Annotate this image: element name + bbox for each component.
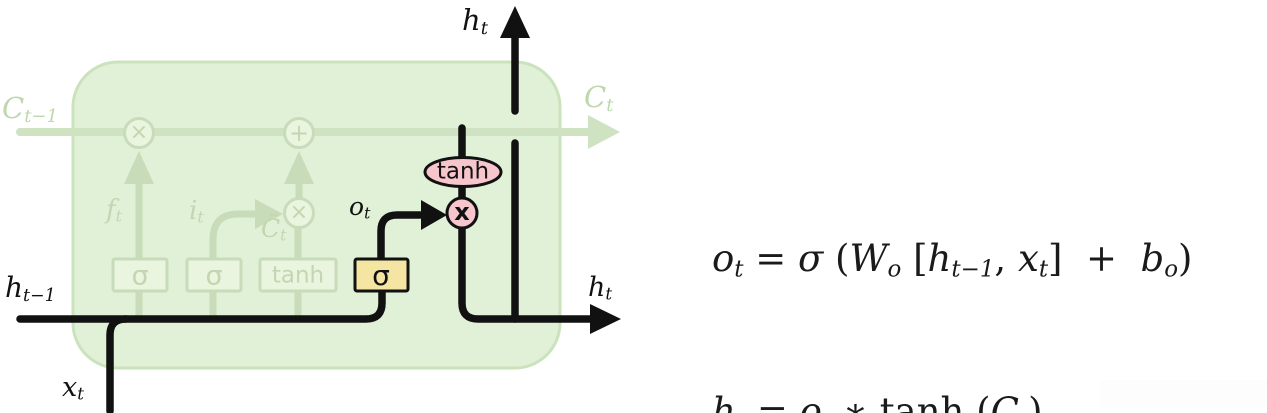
ht-right-label: ht bbox=[588, 272, 613, 304]
candidate-tanh-label: tanh bbox=[271, 262, 325, 289]
output-gate-connector bbox=[377, 211, 424, 263]
forget-mult-node bbox=[123, 117, 155, 149]
equations-panel: ot = σ (Wo [ht−1, xt] + bo) ht = ot ∗ ta… bbox=[712, 150, 1192, 413]
ct-out-label: Ct bbox=[584, 80, 614, 116]
add-arrowhead bbox=[284, 151, 314, 184]
equation-output-gate: ot = σ (Wo [ht−1, xt] + bo) bbox=[712, 237, 1193, 283]
c-tilde-label: C̃t bbox=[261, 214, 287, 245]
state-tap-line bbox=[458, 124, 594, 323]
ct-prev-label: Ct−1 bbox=[2, 91, 58, 127]
forget-mult-icon: × bbox=[129, 120, 149, 145]
ht-top-arrowhead bbox=[500, 6, 530, 38]
equation-hidden-state: ht = ot ∗ tanh (Ct) bbox=[712, 389, 1043, 413]
output-sigma-label: σ bbox=[372, 259, 390, 292]
input-sigma-label: σ bbox=[205, 260, 223, 292]
candidate-mult-icon: × bbox=[289, 200, 309, 225]
input-gate-arrowhead bbox=[255, 199, 283, 229]
state-tanh-ellipse bbox=[423, 156, 503, 188]
ht-prev-label: ht−1 bbox=[5, 271, 56, 306]
candidate-mult-node bbox=[283, 197, 315, 229]
ft-label: ft bbox=[106, 195, 123, 226]
ot-label: ot bbox=[349, 192, 371, 223]
output-gate-arrowhead bbox=[421, 200, 447, 230]
output-mult-icon: x bbox=[454, 198, 470, 226]
forget-sigma-label: σ bbox=[131, 260, 149, 292]
ht-right-arrowhead bbox=[590, 304, 621, 334]
it-label: it bbox=[189, 196, 204, 227]
input-sigma-box bbox=[185, 257, 243, 293]
input-gate-curve bbox=[209, 210, 258, 262]
state-add-node bbox=[283, 117, 315, 149]
forget-gate-arrowhead bbox=[124, 151, 154, 184]
state-tanh-label: tanh bbox=[436, 158, 490, 185]
ht-prev-line bbox=[16, 287, 386, 323]
output-sigma-box bbox=[353, 257, 410, 293]
output-mult-node bbox=[445, 196, 479, 230]
watermark-area bbox=[1100, 380, 1267, 408]
forget-sigma-box bbox=[111, 257, 169, 293]
lstm-diagram bbox=[16, 6, 621, 413]
candidate-tanh-box bbox=[258, 257, 338, 293]
state-add-icon: + bbox=[288, 119, 310, 147]
ht-top-label: ht bbox=[462, 3, 488, 39]
cell-state-arrowhead bbox=[588, 115, 620, 149]
xt-input-line bbox=[106, 315, 130, 413]
xt-label: xt bbox=[62, 372, 84, 404]
